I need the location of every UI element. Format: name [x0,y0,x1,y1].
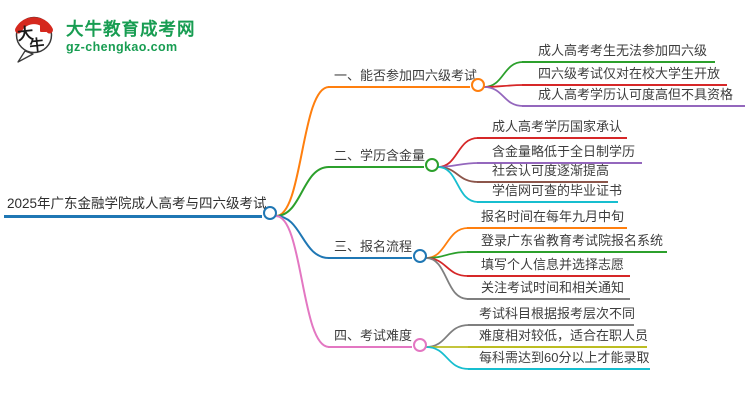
leaf-node-b4-c1: 考试科目根据报考层次不同 [468,304,636,326]
leaf-label: 登录广东省教育考试院报名系统 [481,233,664,248]
leaf-label: 四六级考试仅对在校大学生开放 [538,66,721,81]
leaf-label: 考试科目根据报考层次不同 [479,306,636,321]
leaf-node-b4-c2: 难度相对较低，适合在职人员 [468,326,649,348]
link-b3-c2 [425,251,469,259]
leaf-node-b1-c1: 成人高考考生无法参加四六级 [522,41,715,63]
branch-1-label: 一、能否参加四六级考试 [334,68,478,83]
branch-3-label: 三、报名流程 [334,239,413,254]
branch-node-3: 三、报名流程 [328,237,427,263]
link-b1-c1 [483,61,524,88]
link-b4-c3 [425,346,470,370]
leaf-label: 社会认可度逐渐提高 [492,163,610,178]
svg-text:牛: 牛 [29,36,46,55]
leaf-node-b2-c2: 含金量略低于全日制学历 [477,142,642,164]
leaf-node-b2-c1: 成人高考学历国家承认 [477,117,627,139]
daniu-logo-icon: 大 牛 [15,16,53,63]
leaf-label: 含金量略低于全日制学历 [492,144,636,159]
link-b1-c3 [483,86,524,107]
site-url: gz-chengkao.com [66,40,178,55]
leaf-node-b3-c4: 关注考试时间和相关通知 [467,278,630,300]
link-b3-c4 [425,257,469,300]
link-b2-c4 [437,166,479,203]
branch-3-collapse-toggle[interactable] [413,249,427,263]
leaf-label: 填写个人信息并选择志愿 [481,257,625,272]
branch-node-4: 四、考试难度 [328,326,427,352]
root-collapse-toggle[interactable] [263,206,277,220]
leaf-label: 每科需达到60分以上才能录取 [479,350,650,365]
leaf-node-b2-c3: 社会认可度逐渐提高 [477,161,610,183]
branch-node-2: 二、学历含金量 [328,146,439,172]
branch-2-label: 二、学历含金量 [334,148,426,163]
link-root-branch4 [275,215,330,348]
branch-node-1: 一、能否参加四六级考试 [328,66,485,92]
leaf-node-b2-c4: 学信网可查的毕业证书 [477,181,622,203]
site-name: 大牛教育成考网 [66,19,196,40]
mindmap-root-node: 2025年广东金融学院成人高考与四六级考试 [4,194,277,220]
leaf-label: 报名时间在每年九月中旬 [481,209,625,224]
branch-1-collapse-toggle[interactable] [471,78,485,92]
link-root-branch2 [275,166,330,217]
link-b2-c2 [437,162,479,168]
link-root-branch3 [275,215,330,259]
leaf-node-b3-c1: 报名时间在每年九月中旬 [467,207,627,229]
link-b3-c3 [425,257,469,277]
link-b4-c1 [425,324,470,348]
leaf-label: 关注考试时间和相关通知 [481,280,625,295]
leaf-node-b3-c2: 登录广东省教育考试院报名系统 [467,231,667,253]
branch-2-collapse-toggle[interactable] [425,158,439,172]
link-root-branch1 [275,86,330,217]
link-b2-c3 [437,166,479,183]
leaf-label: 成人高考考生无法参加四六级 [538,43,708,58]
leaf-node-b3-c3: 填写个人信息并选择志愿 [467,255,630,277]
leaf-label: 成人高考学历国家承认 [492,119,623,134]
branch-4-label: 四、考试难度 [334,328,413,343]
leaf-label: 成人高考学历认可度高但不具资格 [538,87,734,102]
branch-4-collapse-toggle[interactable] [413,338,427,352]
root-label: 2025年广东金融学院成人高考与四六级考试 [7,196,267,211]
leaf-label: 难度相对较低，适合在职人员 [479,328,649,343]
leaf-node-b1-c2: 四六级考试仅对在校大学生开放 [522,64,727,86]
site-logo[interactable]: 大 牛 大牛教育成考网 gz-chengkao.com [12,10,196,64]
leaf-node-b1-c3: 成人高考学历认可度高但不具资格 [522,85,745,107]
leaf-node-b4-c3: 每科需达到60分以上才能录取 [468,348,650,370]
svg-text:大: 大 [16,23,34,44]
link-b3-c1 [425,227,469,259]
leaf-label: 学信网可查的毕业证书 [492,183,623,198]
